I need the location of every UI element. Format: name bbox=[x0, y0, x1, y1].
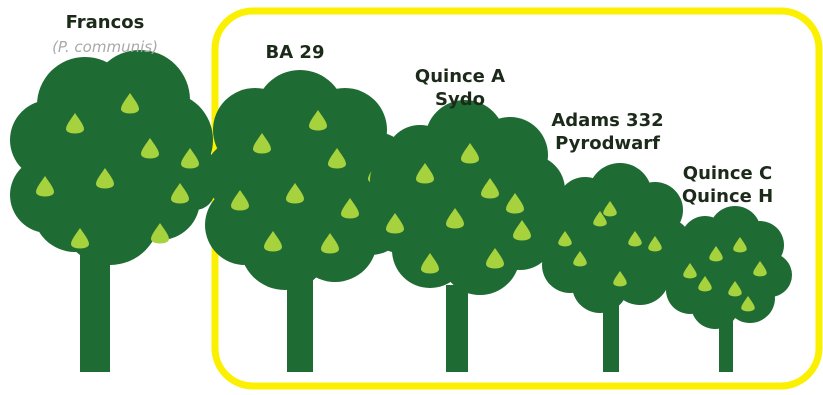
tree-label-francos: Francos bbox=[60, 12, 150, 34]
tree-label-quince-a: Quince A bbox=[405, 66, 515, 88]
tree-quince-a-sydo bbox=[367, 100, 565, 372]
canopy-lobe bbox=[405, 145, 515, 255]
canopy-lobe bbox=[692, 232, 764, 304]
tree-label-pyrodwarf: Pyrodwarf bbox=[540, 133, 675, 155]
tree-label-ba29: BA 29 bbox=[255, 42, 335, 64]
tree-label-quince-h: Quince H bbox=[670, 186, 785, 208]
tree-francos bbox=[10, 50, 215, 372]
tree-sublabel-p-communis: (P. communis) bbox=[40, 38, 170, 56]
tree-label-quince-c: Quince C bbox=[670, 163, 785, 185]
tree-label-sydo: Sydo bbox=[405, 89, 515, 111]
canopy-lobe bbox=[240, 115, 360, 235]
tree-label-adams332: Adams 332 bbox=[540, 110, 675, 132]
tree-trunk bbox=[446, 285, 468, 372]
